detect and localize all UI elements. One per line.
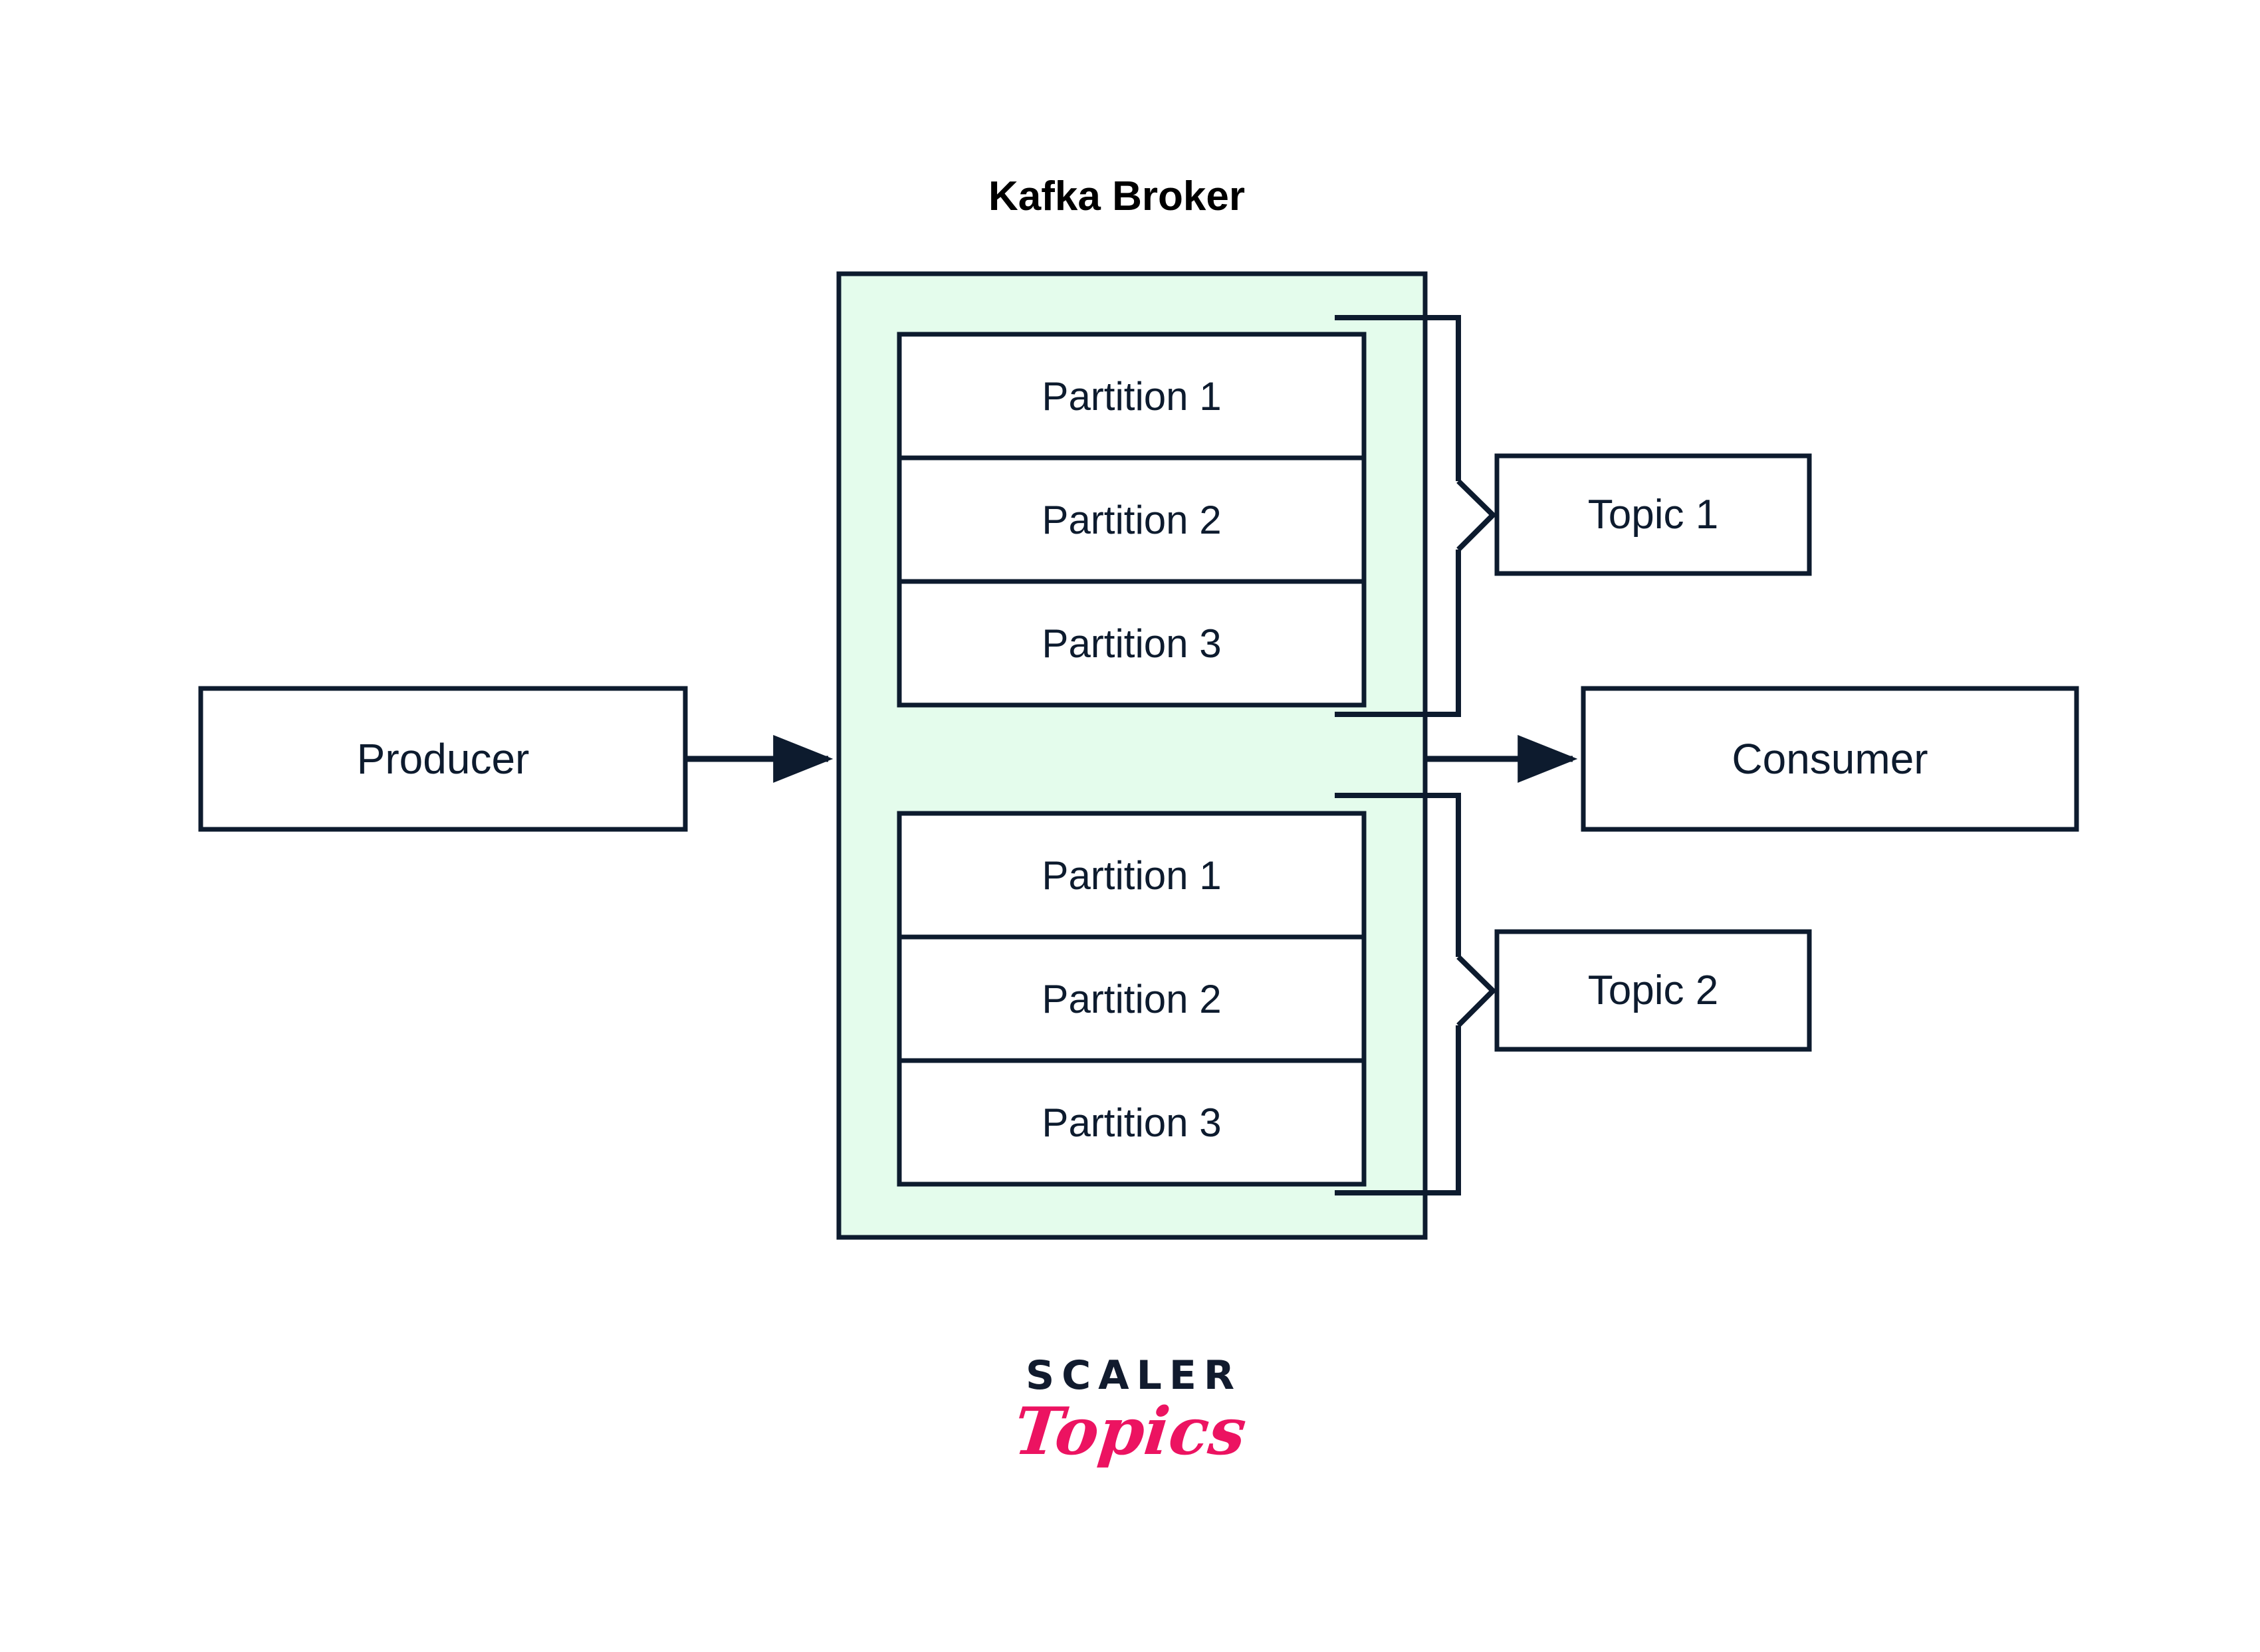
partition-group-2 [897, 811, 1367, 1187]
partition-box-2-3 [897, 1058, 1367, 1187]
partition-label-1-1: Partition 1 [1042, 373, 1222, 419]
topic-2-box [1494, 929, 1812, 1052]
partition-box-2-2 [897, 934, 1367, 1063]
topic-1-label: Topic 1 [1587, 492, 1719, 538]
partition-box-1-1 [897, 332, 1367, 461]
partition-label-2-2: Partition 2 [1042, 976, 1222, 1021]
partition-label-2-3: Partition 3 [1042, 1100, 1222, 1145]
partition-label-1-3: Partition 3 [1042, 621, 1222, 666]
page-title: Kafka Broker [988, 173, 1245, 219]
partition-group-1 [897, 332, 1367, 708]
partition-label-1-2: Partition 2 [1042, 497, 1222, 542]
topic-1-box [1494, 453, 1812, 576]
brace-partitions-to-topic-1 [1335, 315, 1497, 717]
logo-secondary-text: Topics [1010, 1394, 1250, 1470]
partition-label-2-1: Partition 1 [1042, 853, 1222, 898]
producer-box [198, 686, 688, 832]
partition-box-1-3 [897, 579, 1367, 708]
topic-2-label: Topic 2 [1587, 968, 1719, 1013]
producer-label: Producer [356, 735, 530, 783]
scaler-topics-logo: SCALER Topics [984, 1356, 1276, 1508]
consumer-box [1581, 686, 2079, 832]
consumer-label: Consumer [1732, 735, 1928, 783]
brace-partitions-to-topic-2 [1335, 793, 1497, 1195]
logo-primary-text: SCALER [1025, 1352, 1242, 1399]
